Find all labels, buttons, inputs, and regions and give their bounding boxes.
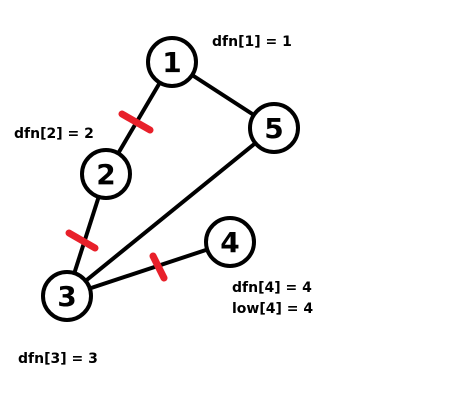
node-5: 5	[248, 102, 300, 154]
annotation-low-4: low[4] = 4	[232, 301, 313, 317]
annotation-dfn-4: dfn[4] = 4	[232, 280, 312, 296]
node-1: 1	[146, 36, 198, 88]
node-3: 3	[41, 270, 93, 322]
node-2-label: 2	[96, 158, 115, 191]
node-1-circle	[146, 36, 198, 88]
annotation-dfn-1: dfn[1] = 1	[212, 34, 292, 50]
bridge-marker-3-4	[149, 252, 168, 282]
annotation-dfn-3: dfn[3] = 3	[18, 351, 98, 367]
bridge-marker-1-2	[118, 110, 154, 134]
bridge-marker-2-3	[65, 229, 99, 252]
node-4-circle	[204, 216, 256, 268]
node-4-label: 4	[220, 226, 239, 259]
node-3-circle	[41, 270, 93, 322]
edge-3-4	[66, 240, 231, 298]
node-2-circle	[80, 148, 132, 200]
node-2: 2	[80, 148, 132, 200]
node-1-label: 1	[162, 46, 181, 79]
annotation-dfn-2: dfn[2] = 2	[14, 126, 94, 142]
node-5-circle	[248, 102, 300, 154]
bridge-markers	[65, 110, 168, 282]
node-3-label: 3	[57, 280, 76, 313]
edge-3-5	[65, 126, 276, 298]
node-5-label: 5	[264, 112, 283, 145]
node-4: 4	[204, 216, 256, 268]
